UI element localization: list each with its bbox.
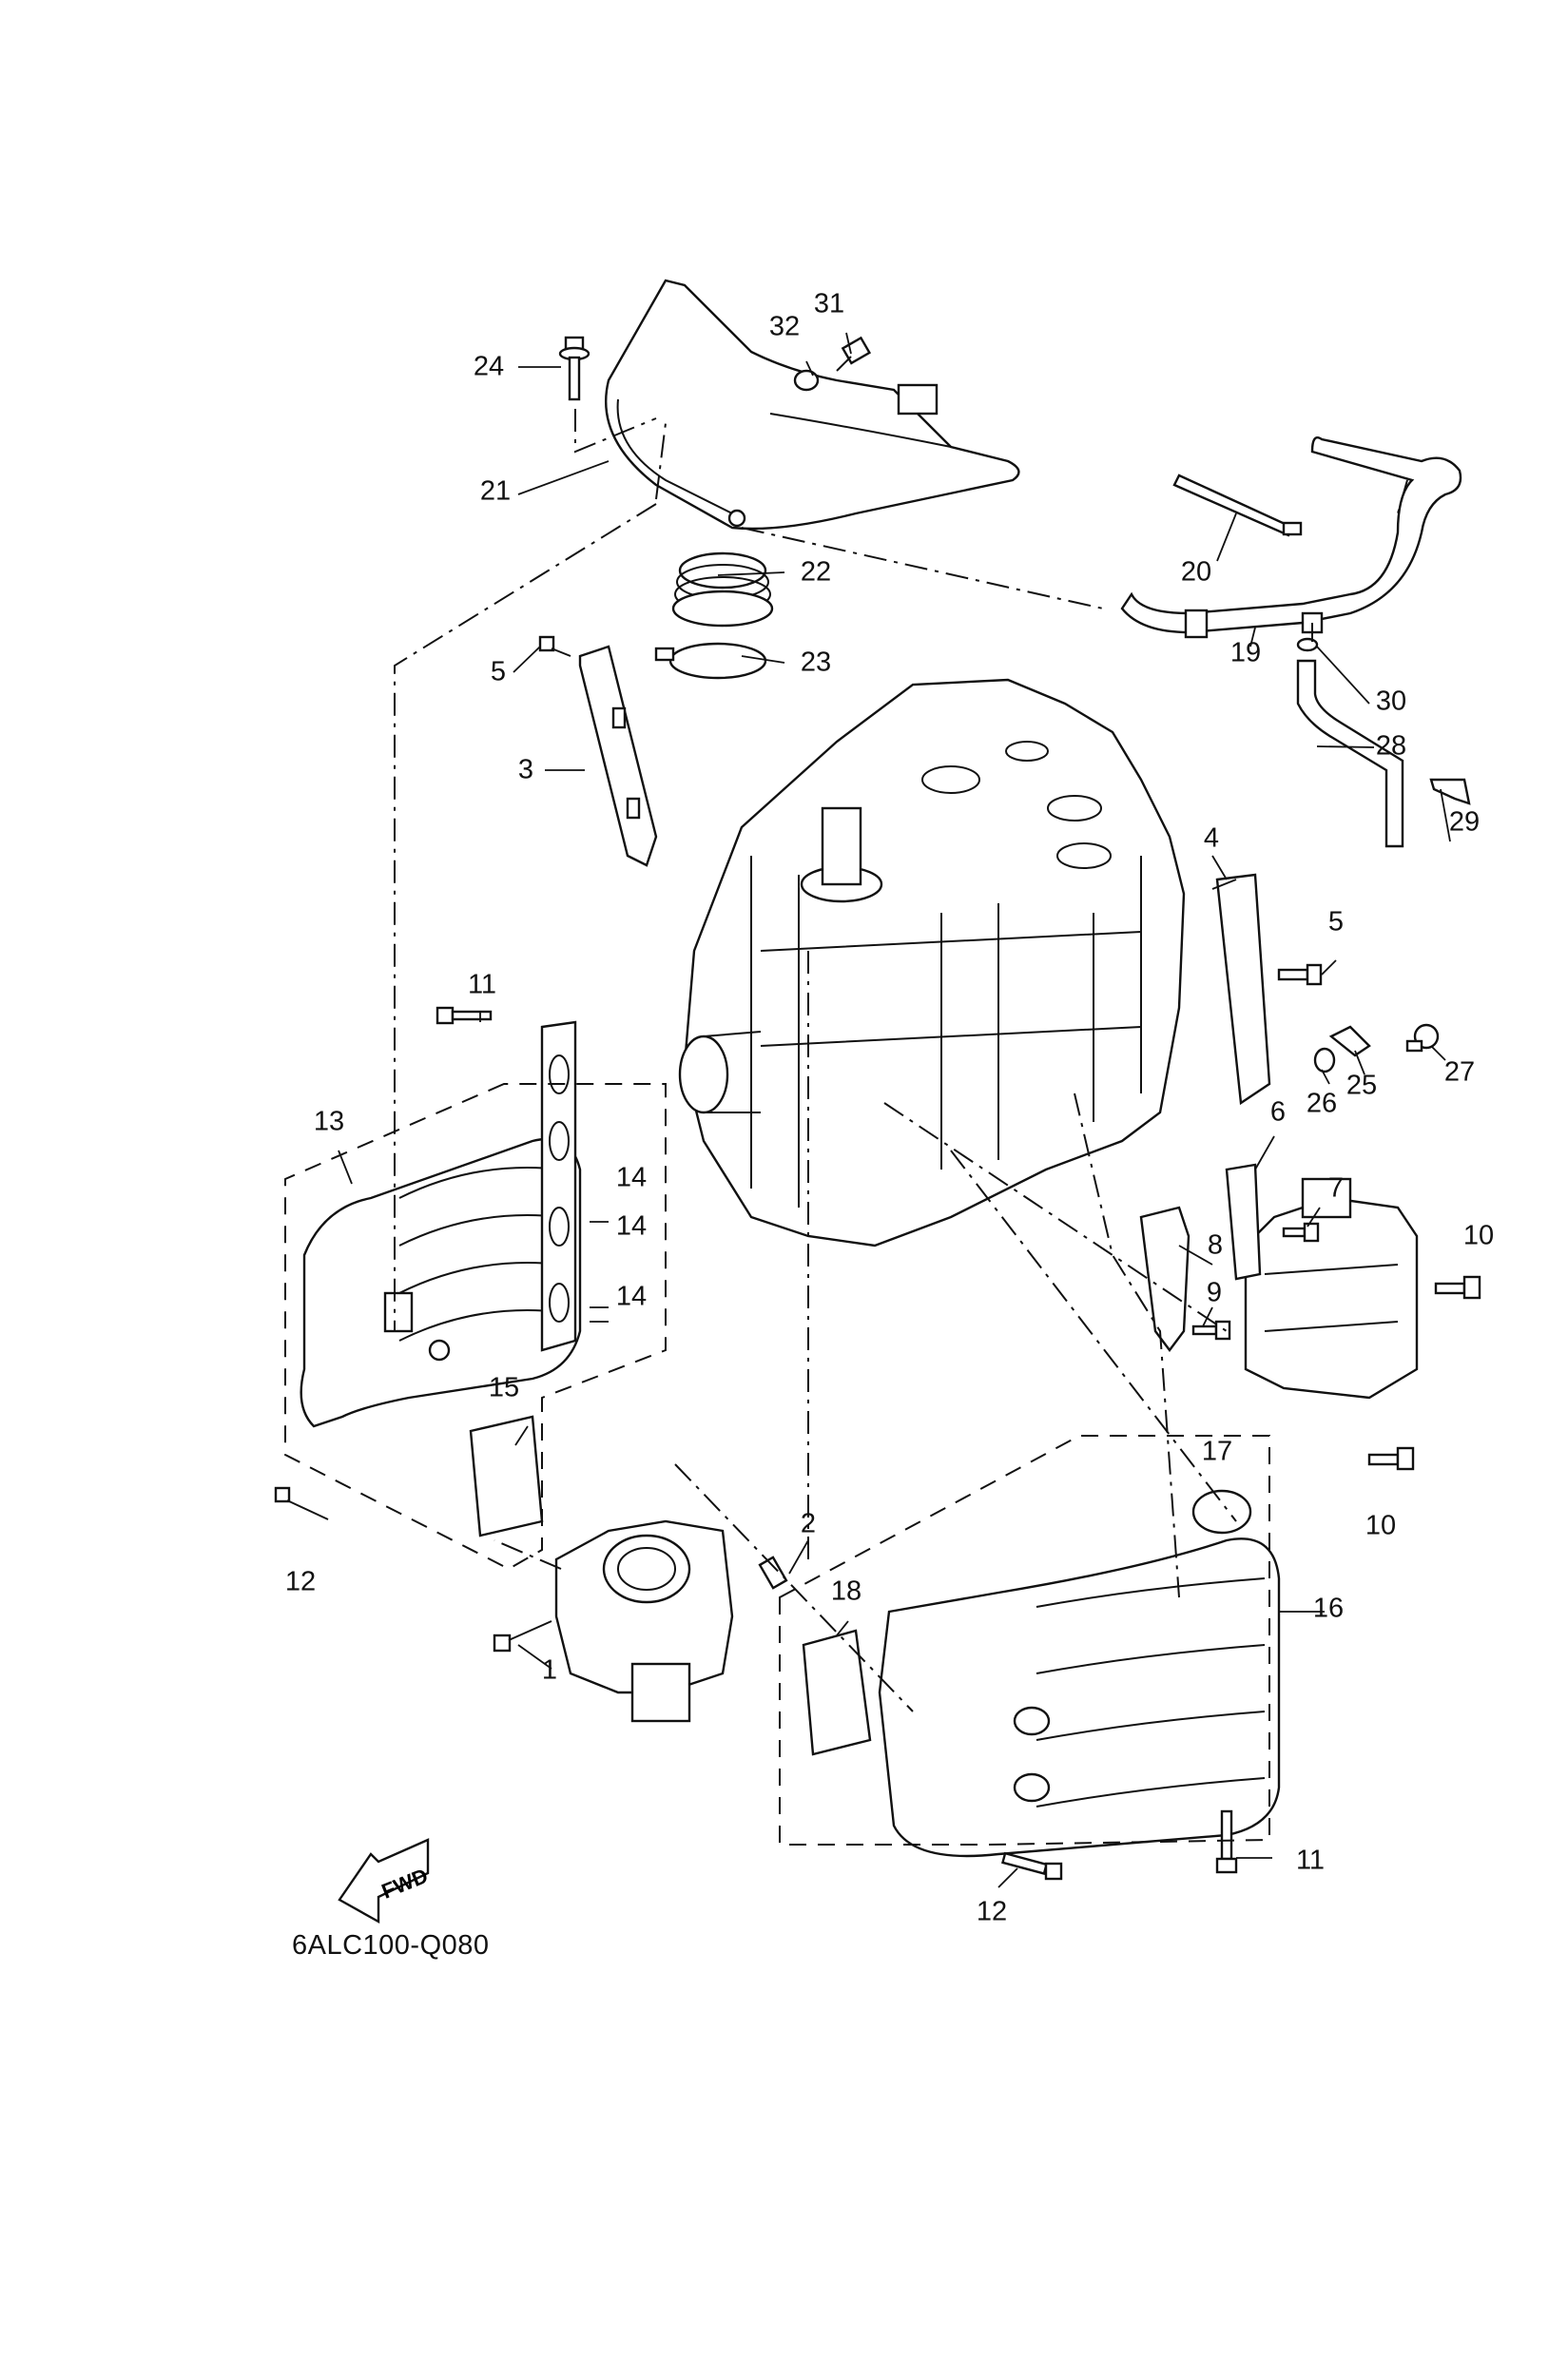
callout-4: 4 xyxy=(1203,822,1220,854)
callout-3: 3 xyxy=(517,754,534,785)
joint-25 xyxy=(1328,1025,1371,1057)
hose-28 xyxy=(1296,659,1404,848)
gasket-15 xyxy=(469,1415,544,1537)
callout-7: 7 xyxy=(1327,1172,1345,1204)
fwd-arrow-icon: FWD xyxy=(338,1838,432,1924)
grommet-32 xyxy=(793,369,820,392)
callout-1: 1 xyxy=(541,1654,558,1686)
callout-21: 21 xyxy=(479,475,512,507)
callout-23: 23 xyxy=(800,647,832,678)
bolt-7 xyxy=(1282,1222,1320,1243)
callout-31: 31 xyxy=(813,288,845,319)
callout-14-a: 14 xyxy=(615,1162,648,1193)
drawing-code: 6ALC100-Q080 xyxy=(292,1930,490,1961)
callout-18: 18 xyxy=(830,1576,862,1607)
clamp-23 xyxy=(654,642,767,680)
callout-19: 19 xyxy=(1229,637,1262,668)
throttle-body-right xyxy=(1244,1177,1419,1400)
bolt-11-bottom xyxy=(1215,1809,1238,1874)
throttle-body-center xyxy=(554,1519,734,1723)
bolt-5-left xyxy=(538,635,571,657)
callout-11-bottom: 11 xyxy=(1295,1845,1326,1876)
leader-lines xyxy=(338,332,1451,1888)
sensor-31 xyxy=(836,336,872,372)
bolt-9 xyxy=(1191,1320,1231,1341)
group-box-13 xyxy=(284,1083,667,1571)
bolt-27 xyxy=(1405,1023,1440,1053)
callout-29: 29 xyxy=(1448,806,1481,838)
callout-12-bottom: 12 xyxy=(976,1896,1008,1927)
callout-27: 27 xyxy=(1443,1056,1476,1088)
bolt-5-right xyxy=(1277,963,1323,986)
callout-5-right: 5 xyxy=(1327,906,1345,938)
bolt-12-bottom xyxy=(1001,1851,1063,1881)
bolt-12-left xyxy=(274,1486,329,1520)
callout-10-top: 10 xyxy=(1462,1220,1495,1251)
engine-block xyxy=(678,678,1186,1247)
bolt-11-top xyxy=(436,1006,493,1025)
intake-manifold-13 xyxy=(300,1137,582,1428)
callout-2: 2 xyxy=(800,1508,817,1539)
bolt-24 xyxy=(558,336,590,401)
callout-16: 16 xyxy=(1312,1593,1345,1624)
bolt-1 xyxy=(493,1620,552,1653)
assembly-lines xyxy=(394,409,1408,1712)
callout-22: 22 xyxy=(800,556,832,588)
callout-6: 6 xyxy=(1269,1096,1287,1128)
callout-13: 13 xyxy=(313,1106,345,1137)
callout-10-bottom: 10 xyxy=(1365,1510,1397,1541)
intake-manifold-16 xyxy=(878,1537,1281,1858)
callout-5-left: 5 xyxy=(490,656,507,687)
clip-30 xyxy=(1296,637,1319,652)
callout-26: 26 xyxy=(1306,1088,1338,1119)
plate-8 xyxy=(1139,1206,1191,1352)
callout-14-b: 14 xyxy=(615,1210,648,1242)
bracket-3 xyxy=(578,645,658,867)
callout-11-top: 11 xyxy=(467,969,497,1000)
cable-tie-20 xyxy=(1172,474,1303,537)
callout-15: 15 xyxy=(488,1372,520,1403)
callout-25: 25 xyxy=(1345,1070,1378,1101)
o-ring-17 xyxy=(1191,1489,1252,1535)
callout-14-c: 14 xyxy=(615,1281,648,1312)
bolt-10-bottom xyxy=(1367,1446,1415,1471)
bracket-4 xyxy=(1211,873,1271,1106)
bracket-6 xyxy=(1225,1163,1262,1281)
dowel-pin-2 xyxy=(758,1556,788,1590)
callout-12-left: 12 xyxy=(284,1566,317,1597)
callout-30: 30 xyxy=(1375,686,1407,717)
bellows-joint-22 xyxy=(671,551,774,628)
bolt-10-top xyxy=(1434,1275,1481,1300)
hose-19 xyxy=(1120,436,1462,639)
callout-8: 8 xyxy=(1207,1229,1224,1261)
callout-24: 24 xyxy=(473,351,505,382)
gasket-18 xyxy=(802,1629,872,1756)
callout-9: 9 xyxy=(1206,1277,1223,1308)
callout-28: 28 xyxy=(1375,730,1407,762)
callout-20: 20 xyxy=(1180,556,1212,588)
holder-29 xyxy=(1429,778,1471,805)
callout-32: 32 xyxy=(768,311,801,342)
o-ring-26 xyxy=(1313,1047,1336,1073)
callout-17: 17 xyxy=(1201,1436,1233,1467)
gasket-strip-14 xyxy=(540,1020,577,1352)
silencer-part xyxy=(605,279,1020,531)
